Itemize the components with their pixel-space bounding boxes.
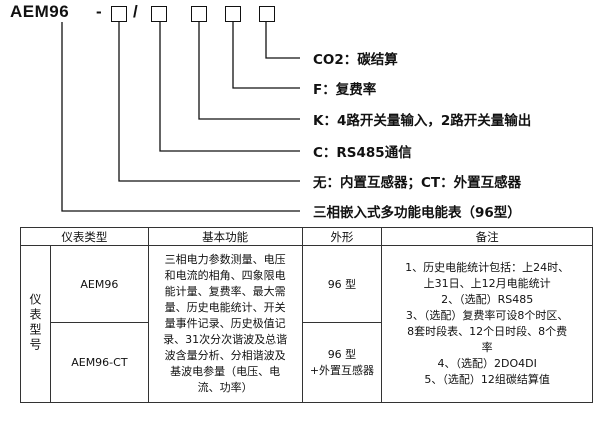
header-shape: 外形 [301,227,383,246]
header-type: 仪表类型 [20,227,149,246]
label-co2: CO2：碳结算 [313,52,398,68]
row-label: 仪表型号 [27,292,42,353]
note-line: 1、历史电能统计包括：上24时、 [405,261,570,274]
dash-separator: - [96,2,102,21]
leader-lines [61,22,300,212]
function-line: 和电流的相角、四象限电 [164,269,286,282]
shape-aem96: 96 型 [301,245,383,323]
option-box-5 [259,6,275,22]
function-line: 量事件记录、历史极值记 [164,317,286,330]
function-line: 三相电力参数测量、电压 [164,253,286,266]
function-line: 能计量、复费率、最大需 [164,285,286,298]
label-k: K：4路开关量输入，2路开关量输出 [313,113,532,129]
note-line: 2、（选配）RS485 [441,293,534,306]
option-box-2 [151,6,167,22]
header-function: 基本功能 [147,227,303,246]
function-cell: 三相电力参数测量、电压 和电流的相角、四象限电 能计量、复费率、最大需 量、历史… [147,245,303,403]
label-title: 三相嵌入式多功能电能表（96型） [313,205,521,221]
function-line: 录、31次分次谐波及总谐 [163,333,288,346]
spec-table: 仪表类型 基本功能 外形 备注 仪表型号 AEM96 三相电力参数测量、电压 和… [20,227,593,403]
note-line: 率 [481,341,493,354]
slash-separator: / [133,2,138,21]
table-row: 仪表型号 AEM96 三相电力参数测量、电压 和电流的相角、四象限电 能计量、复… [20,245,593,403]
function-line: 波含量分析、分相谐波及 [164,349,286,362]
shape-line: 96 型 [327,347,357,361]
function-line: 量、历史电能统计、开关 [164,301,286,314]
table-row: AEM96-CT 96 型 +外置互感器 [21,322,593,403]
label-c: C：RS485通信 [313,145,412,161]
note-line: 3、（选配）复费率可设8个时区、 [405,309,569,322]
header-notes: 备注 [381,227,593,246]
option-box-1 [111,6,127,22]
note-line: 8套时段表、12个日时段、8个费 [407,325,568,338]
note-line: 5、（选配）12组碳结算值 [424,373,550,386]
function-line: 基波电参量（电压、电 [170,365,281,378]
shape-line: +外置互感器 [309,363,375,377]
table-header-row: 仪表类型 基本功能 外形 备注 [20,227,593,246]
note-line: 4、（选配）2DO4DI [437,357,537,370]
row-label-cell: 仪表型号 [20,245,51,403]
note-line: 上31日、上12月电能统计 [423,277,551,290]
shape-aem96-ct: 96 型 +外置互感器 [301,322,383,403]
function-line: 流、功率） [197,381,253,394]
option-box-4 [225,6,241,22]
label-ct: 无：内置互感器；CT：外置互感器 [313,175,522,191]
label-f: F：复费率 [313,82,377,98]
notes-cell: 1、历史电能统计包括：上24时、 上31日、上12月电能统计 2、（选配）RS4… [381,245,593,403]
model-aem96: AEM96 [49,245,149,323]
model-aem96-ct: AEM96-CT [49,322,149,403]
model-code: AEM96 [10,2,70,21]
option-box-3 [191,6,207,22]
